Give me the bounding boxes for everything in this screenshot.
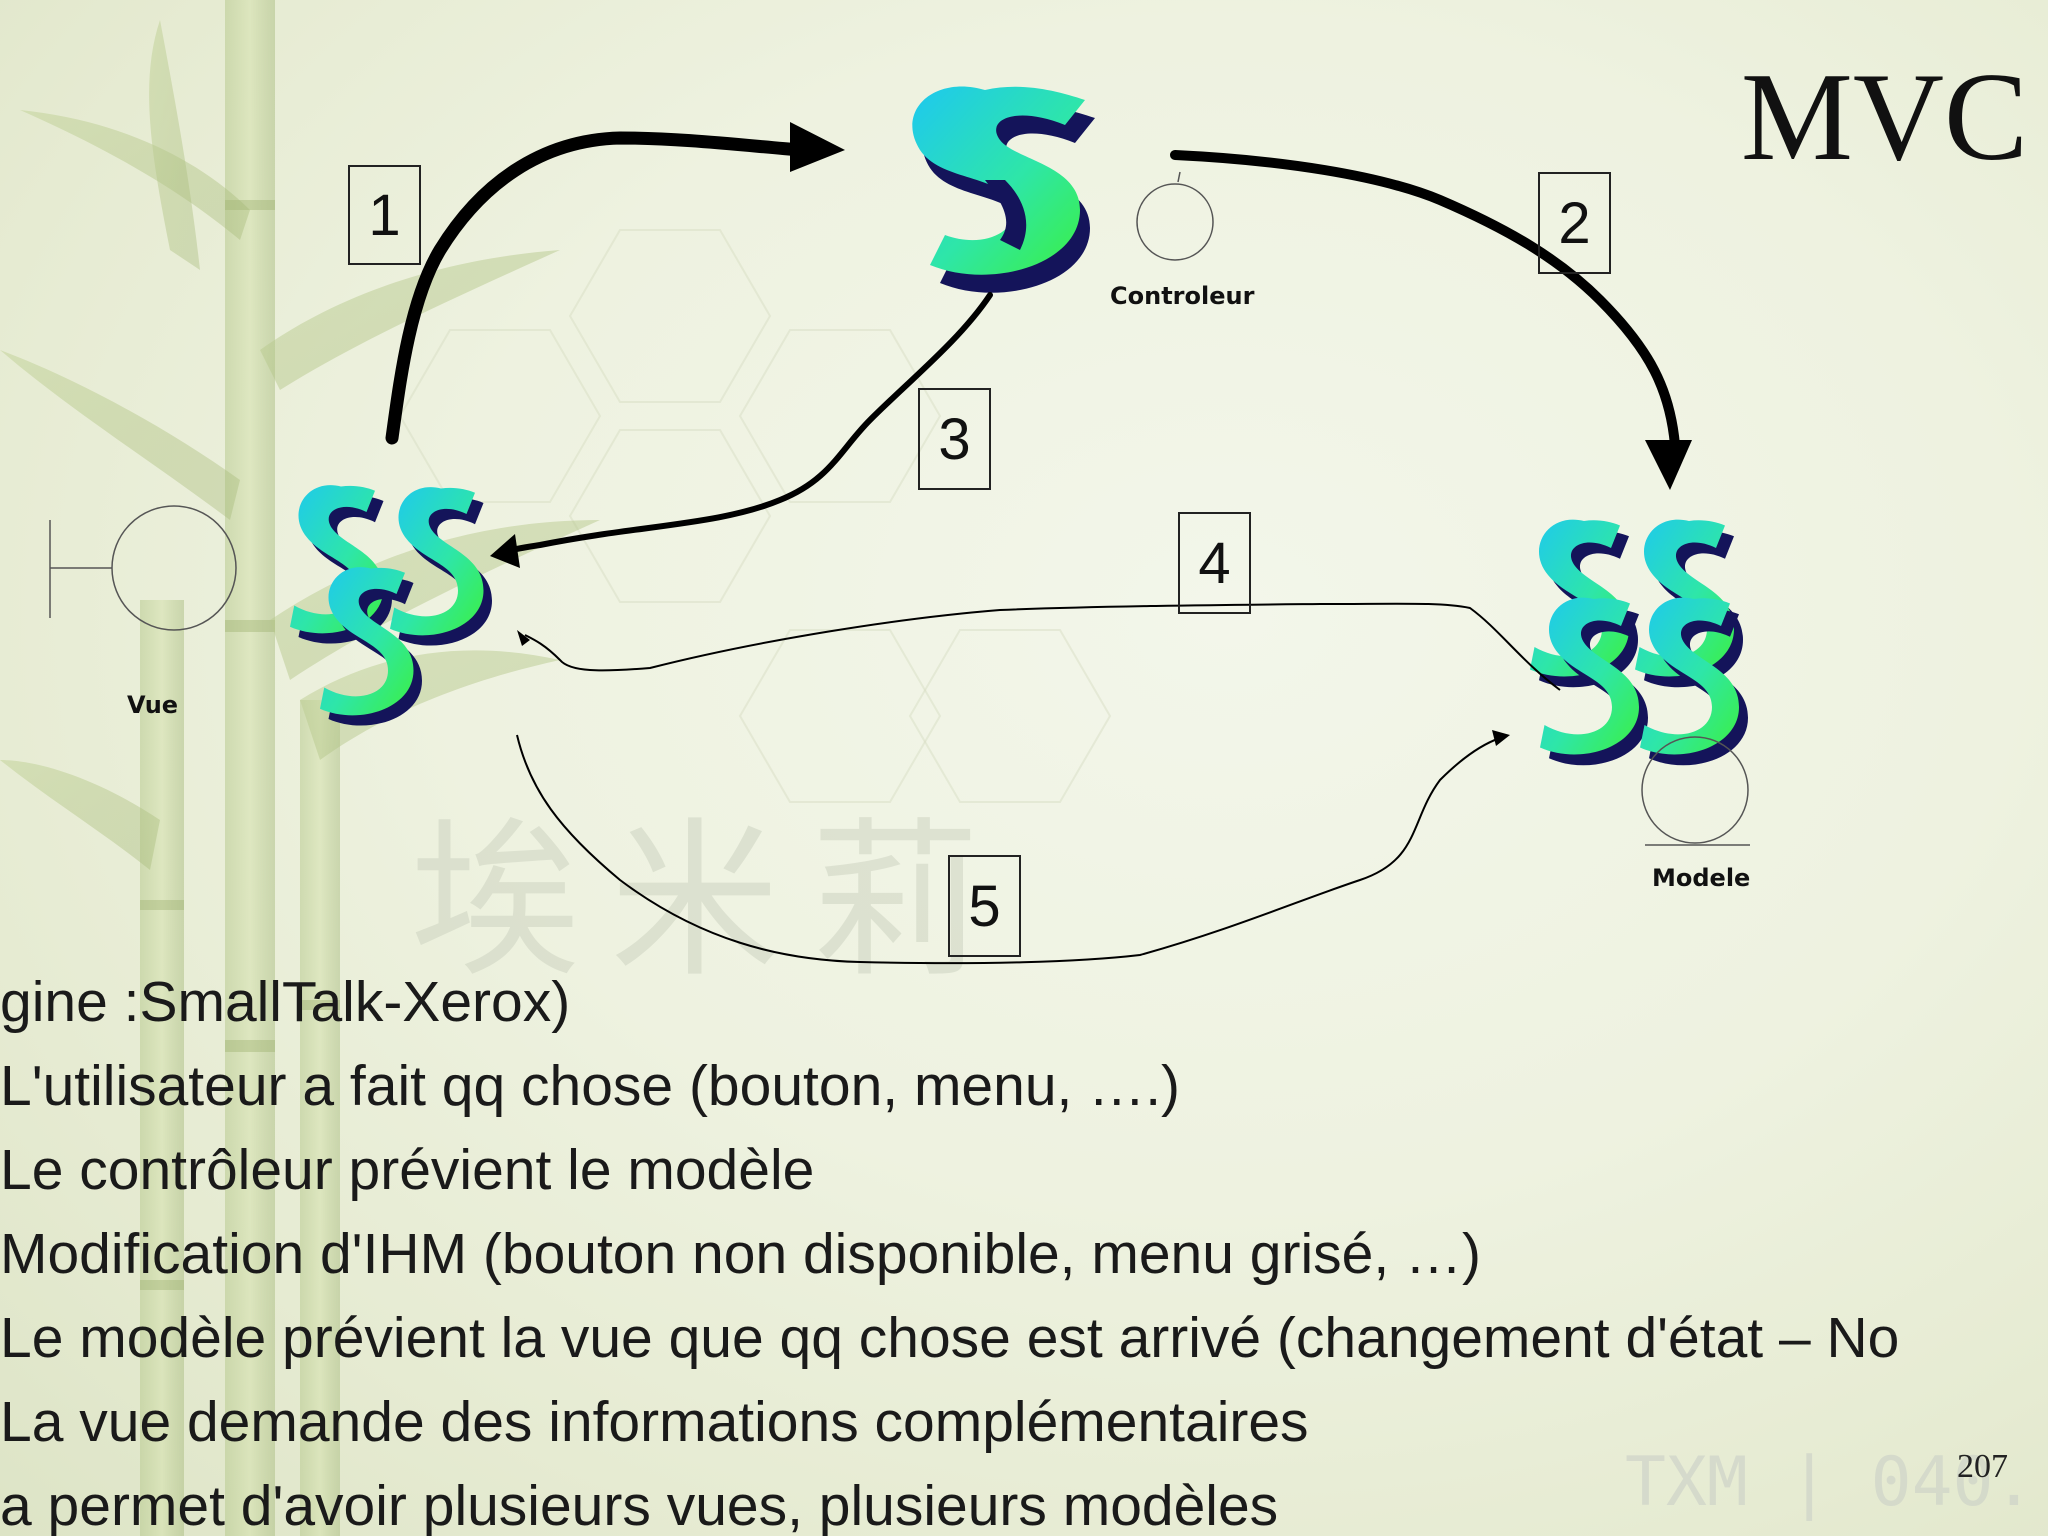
bullet-origin: gine :SmallTalk-Xerox) (0, 970, 571, 1034)
controleur-actor-circle-icon (1136, 171, 1214, 261)
modele-label: Modele (1652, 864, 1751, 892)
step-1-box: 1 (348, 165, 421, 265)
vue-actor-circle-icon (49, 505, 237, 631)
bullet-list: gine :SmallTalk-Xerox) L'utilisateur a f… (0, 968, 2048, 1536)
page-number: 207 (1957, 1448, 2008, 1485)
step-5-box: 5 (948, 855, 1021, 957)
bullet-step-3: Modification d'IHM (bouton non disponibl… (0, 1222, 1481, 1286)
step-4-box: 4 (1178, 512, 1251, 614)
vue-label: Vue (127, 691, 179, 719)
modele-actor-circle-icon (1641, 736, 1750, 846)
watermark-txm: TXM | 040. U (1625, 1443, 2048, 1522)
hexagon-pattern (398, 229, 1112, 803)
slide-title: MVC (1740, 48, 2028, 187)
modele-triple-s-icon (1530, 519, 1748, 766)
step-2-box: 2 (1538, 172, 1611, 274)
controleur-s-icon (912, 86, 1095, 293)
arrow-4 (517, 602, 1561, 691)
bullet-summary: a permet d'avoir plusieurs vues, plusieu… (0, 1474, 1279, 1536)
arrow-1 (385, 122, 845, 445)
bullet-step-5: La vue demande des informations compléme… (0, 1390, 1309, 1454)
vue-double-s-icon (290, 485, 492, 726)
watermark-chinese: 埃米莉 (410, 803, 1010, 1001)
bullet-step-4: Le modèle prévient la vue que qq chose e… (0, 1306, 1900, 1370)
arrow-3 (490, 292, 993, 568)
arrow-2 (1170, 150, 1692, 490)
bullet-step-1: L'utilisateur a fait qq chose (bouton, m… (0, 1054, 1181, 1118)
step-3-box: 3 (918, 388, 991, 490)
arrow-5 (516, 730, 1510, 965)
controleur-label: Controleur (1110, 282, 1255, 310)
bullet-step-2: Le contrôleur prévient le modèle (0, 1138, 815, 1202)
